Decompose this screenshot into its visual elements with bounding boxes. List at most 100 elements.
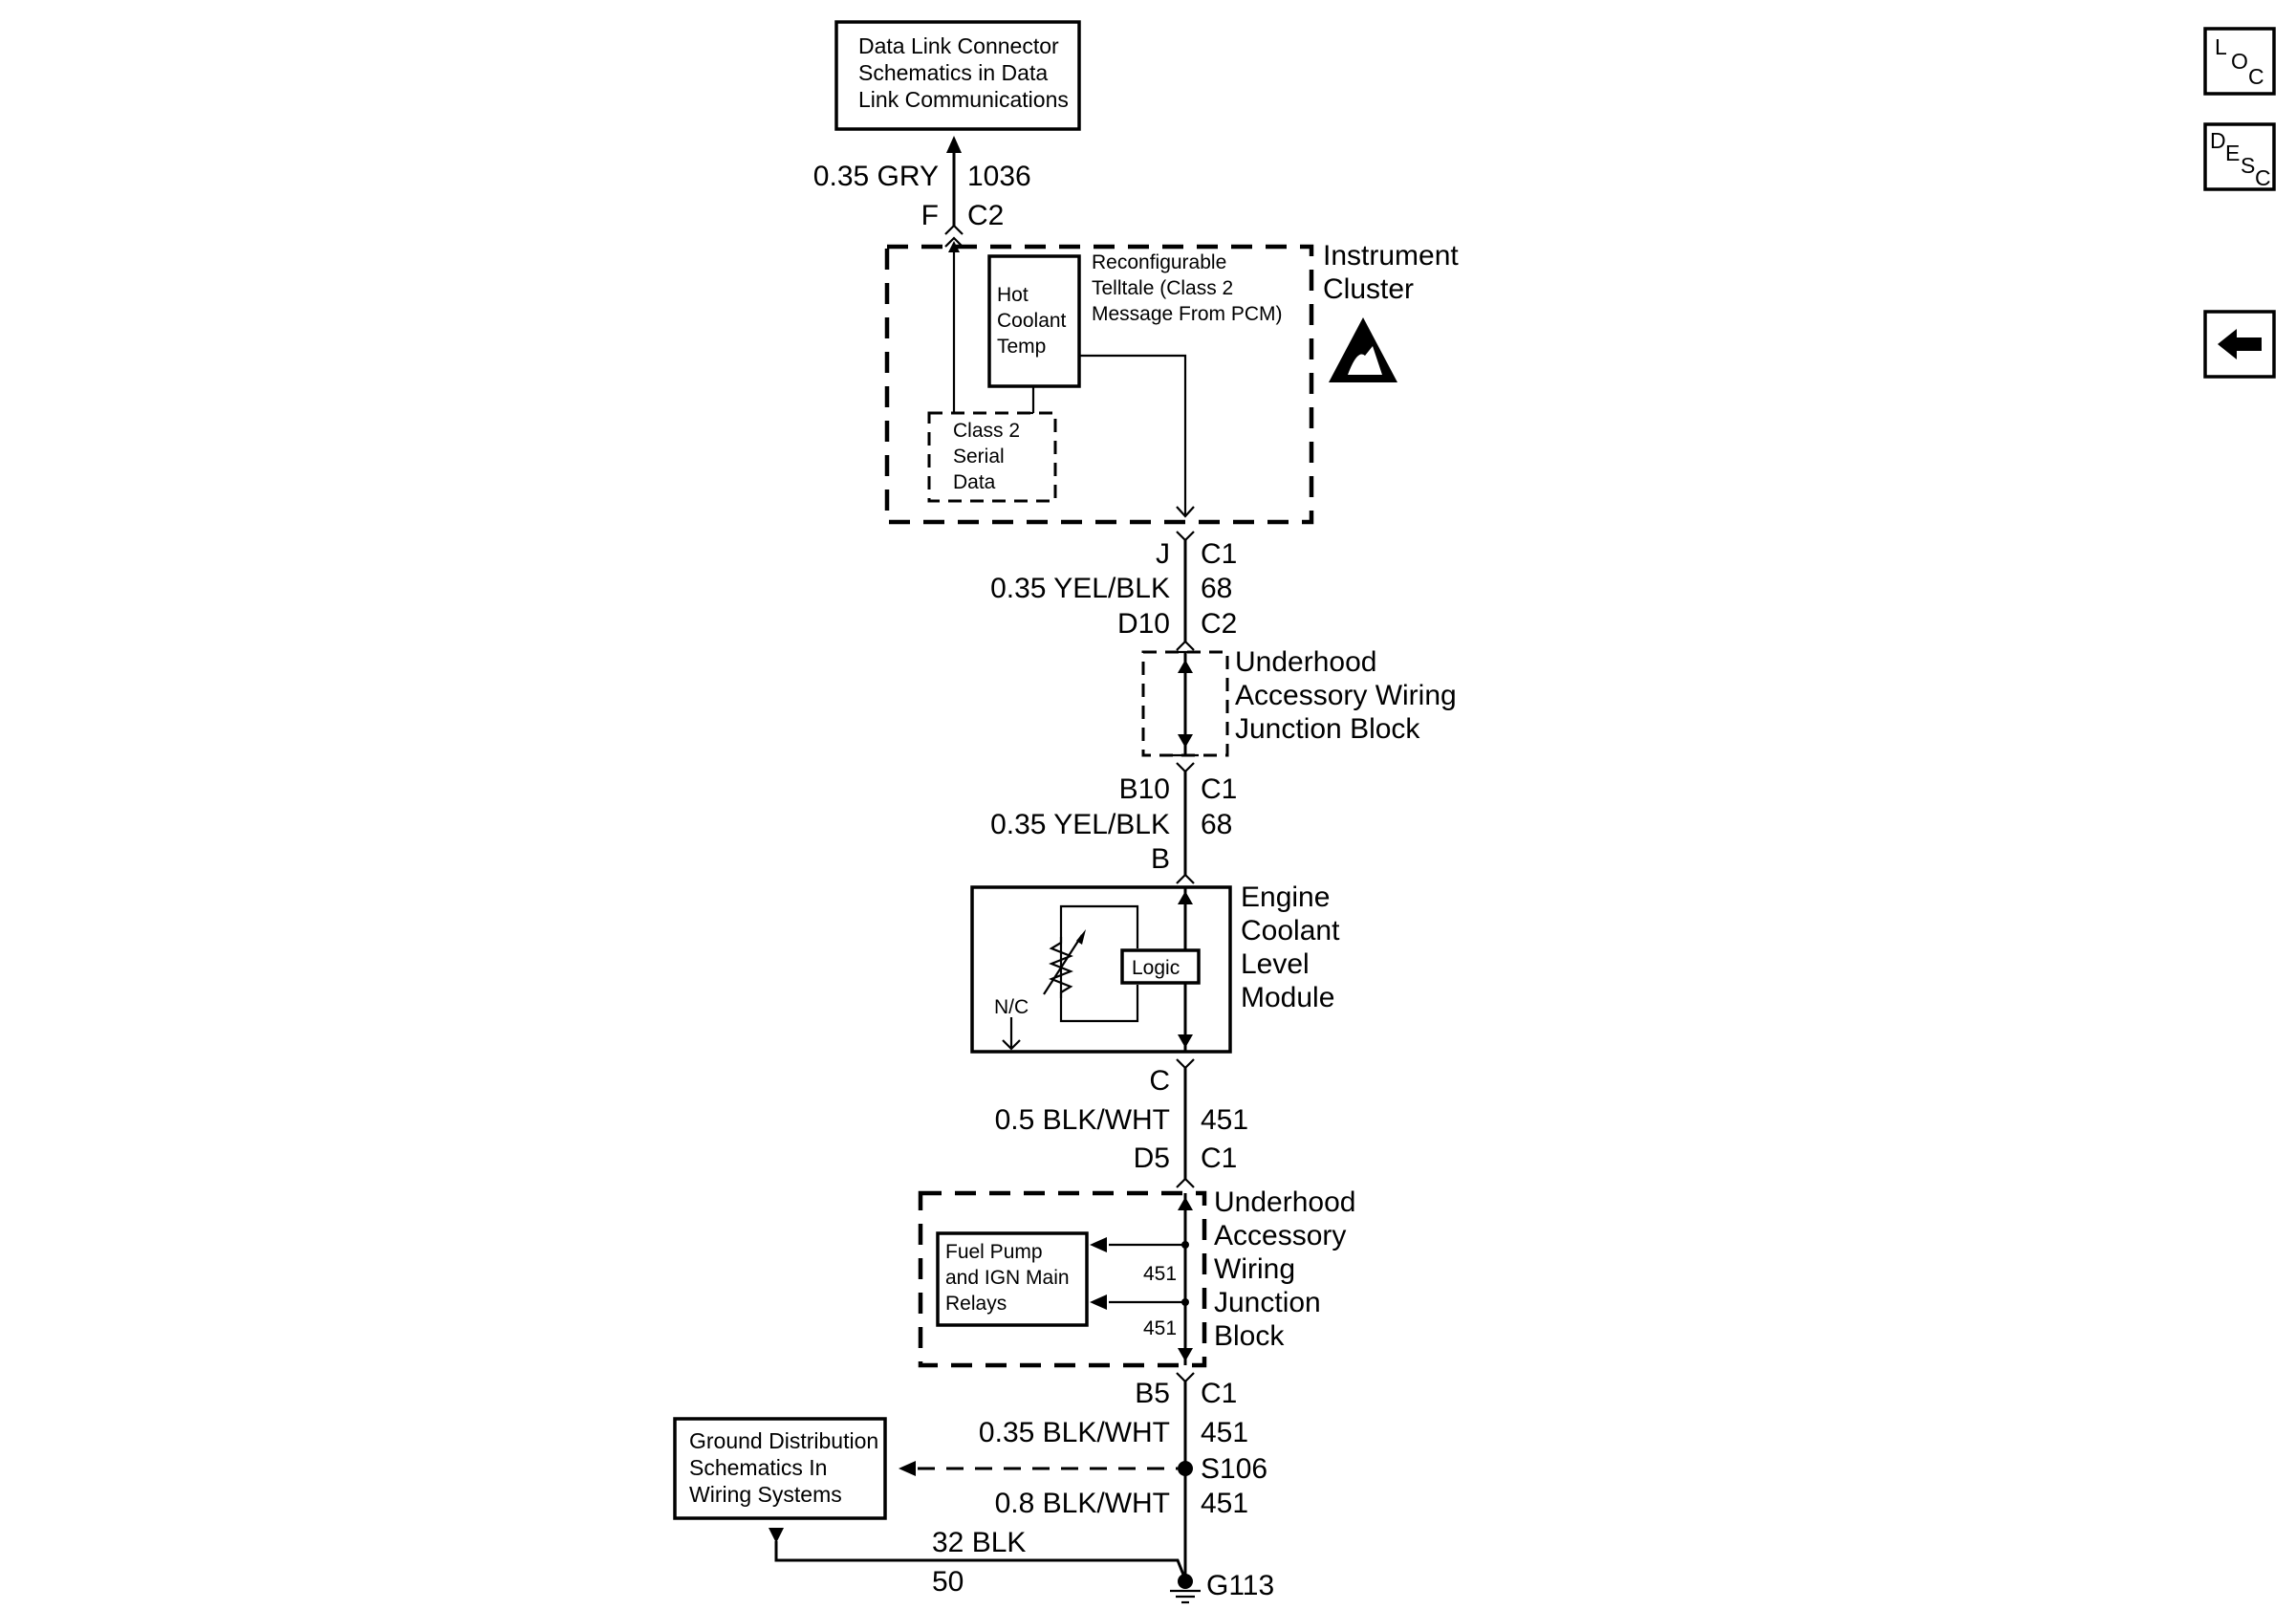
ground-distribution-box: Ground Distribution Schematics In Wiring… [673, 1417, 887, 1520]
desc-button[interactable]: D E S C [2203, 122, 2276, 191]
serial-data-line-1: Class 2 [953, 420, 1020, 442]
telltale-line-3: Message From PCM) [1092, 303, 1283, 325]
hot-coolant-line-2: Coolant [997, 310, 1067, 332]
splice-label: S106 [1201, 1453, 1267, 1485]
wire-451-upper: C 0.5 BLK/WHT 451 D5 C1 [995, 1058, 1248, 1188]
connector-chevron [944, 236, 964, 248]
ground-box-line-3: Wiring Systems [689, 1482, 842, 1507]
ecl-label-4: Module [1241, 982, 1334, 1013]
wire-1036-circuit: 1036 [967, 161, 1031, 192]
telltale-line-1: Reconfigurable [1092, 251, 1226, 273]
instrument-cluster-label-1: Instrument [1323, 240, 1459, 272]
wire-68-pin-j: J [1156, 538, 1170, 570]
uajb2-label-4: Junction [1214, 1287, 1321, 1318]
ground-gauge-color-bottom: 0.8 BLK/WHT [995, 1488, 1170, 1519]
wire-451-pin-d5: D5 [1134, 1142, 1170, 1174]
connector-chevron [944, 224, 964, 235]
nc-label: N/C [994, 996, 1029, 1018]
logic-label: Logic [1132, 957, 1180, 979]
ground-conn-c1: C1 [1201, 1378, 1237, 1409]
relays-line-1: Fuel Pump [945, 1241, 1043, 1263]
wire-1036-connector: C2 [967, 200, 1004, 231]
wire-68-conn-c2: C2 [1201, 608, 1237, 640]
instrument-cluster: Instrument Cluster Hot Coolant Temp Reco… [884, 240, 1459, 525]
wire-451-ground: B5 C1 0.35 BLK/WHT 451 S106 0.8 BLK/WHT … [769, 1372, 1274, 1604]
ground-label: G113 [1206, 1570, 1274, 1601]
hot-coolant-line-3: Temp [997, 336, 1046, 358]
wire-1036: 0.35 GRY 1036 F C2 [813, 136, 1031, 248]
instrument-cluster-label-2: Cluster [1323, 273, 1414, 305]
wire-68b-pin-b: B [1151, 843, 1170, 875]
dlc-line-3: Link Communications [858, 87, 1069, 112]
dlc-schematic-box: Data Link Connector Schematics in Data L… [834, 20, 1081, 131]
hot-coolant-line-1: Hot [997, 284, 1029, 306]
wire-451-conn-c1: C1 [1201, 1142, 1237, 1174]
connector-chevron [1176, 762, 1195, 773]
uajb2-label-5: Block [1214, 1320, 1285, 1352]
ecl-label-1: Engine [1241, 881, 1330, 913]
ground-icon [1170, 1574, 1201, 1604]
arrow-up-icon [946, 136, 962, 153]
loc-letter-1: L [2215, 34, 2227, 59]
connector-chevron [1176, 640, 1195, 651]
relays-line-3: Relays [945, 1293, 1007, 1315]
engine-coolant-level-module: Engine Coolant Level Module Logic N/C [970, 881, 1340, 1054]
ecl-label-3: Level [1241, 948, 1310, 980]
desc-letter-1: D [2210, 128, 2226, 153]
wire-68b-circuit: 68 [1201, 809, 1232, 840]
uajb1-label-2: Accessory Wiring [1235, 680, 1457, 711]
wire-68b-conn-c1: C1 [1201, 773, 1237, 805]
underhood-junction-block-2: Underhood Accessory Wiring Junction Bloc… [918, 1186, 1355, 1368]
uajb1-label-1: Underhood [1235, 646, 1376, 678]
dlc-line-1: Data Link Connector [858, 33, 1059, 58]
wire-1036-pin: F [921, 200, 939, 231]
desc-letter-4: C [2255, 165, 2271, 190]
loc-button[interactable]: L O C [2203, 27, 2276, 96]
wire-68-pin-d10: D10 [1117, 608, 1170, 640]
uajb2-label-2: Accessory [1214, 1220, 1346, 1251]
connector-chevron [1176, 1372, 1195, 1383]
wire-68-lower: B10 C1 0.35 YEL/BLK 68 B [990, 762, 1237, 884]
serial-data-line-2: Serial [953, 446, 1005, 468]
wire-68b-gauge-color: 0.35 YEL/BLK [990, 809, 1170, 840]
side-circuit: 50 [932, 1566, 964, 1598]
ground-box-line-2: Schematics In [689, 1455, 827, 1480]
ground-pin-b5: B5 [1135, 1378, 1170, 1409]
telltale-line-2: Telltale (Class 2 [1092, 277, 1233, 299]
back-arrow-icon [2218, 329, 2262, 359]
uajb1-label-3: Junction Block [1235, 713, 1420, 745]
loc-letter-3: C [2248, 64, 2264, 89]
wire-451-circuit: 451 [1201, 1104, 1248, 1136]
wire-68-upper: J C1 0.35 YEL/BLK 68 D10 C2 [990, 531, 1237, 651]
uajb2-label-1: Underhood [1214, 1186, 1355, 1218]
coolant-sensor-icon [1043, 929, 1086, 998]
wire-451-gauge-color: 0.5 BLK/WHT [995, 1104, 1170, 1136]
wire-68-gauge-color: 0.35 YEL/BLK [990, 573, 1170, 604]
desc-letter-2: E [2225, 141, 2240, 165]
connector-chevron [1176, 531, 1195, 542]
side-gauge-color: 32 BLK [932, 1527, 1026, 1558]
ground-circuit-bottom: 451 [1201, 1488, 1248, 1519]
back-button[interactable] [2203, 310, 2276, 379]
ecl-label-2: Coolant [1241, 915, 1340, 946]
connector-chevron [1176, 1058, 1195, 1070]
ground-gauge-color-top: 0.35 BLK/WHT [979, 1417, 1170, 1448]
esd-warning-icon [1329, 317, 1397, 382]
relays-circuit-b: 451 [1143, 1317, 1177, 1339]
wire-68-conn-c1: C1 [1201, 538, 1237, 570]
connector-chevron [1176, 873, 1195, 884]
ground-circuit-top: 451 [1201, 1417, 1248, 1448]
wire-451-pin-c: C [1149, 1065, 1170, 1097]
loc-letter-2: O [2231, 49, 2248, 74]
connector-chevron [1176, 1177, 1195, 1188]
desc-letter-3: S [2241, 153, 2255, 178]
ground-box-line-1: Ground Distribution [689, 1428, 878, 1453]
wire-1036-gauge-color: 0.35 GRY [813, 161, 939, 192]
underhood-junction-block-1: Underhood Accessory Wiring Junction Bloc… [1141, 646, 1457, 757]
wire-68b-pin-b10: B10 [1119, 773, 1170, 805]
serial-data-line-3: Data [953, 471, 996, 493]
wire-68-circuit: 68 [1201, 573, 1232, 604]
relays-circuit-a: 451 [1143, 1263, 1177, 1285]
relays-line-2: and IGN Main [945, 1267, 1070, 1289]
